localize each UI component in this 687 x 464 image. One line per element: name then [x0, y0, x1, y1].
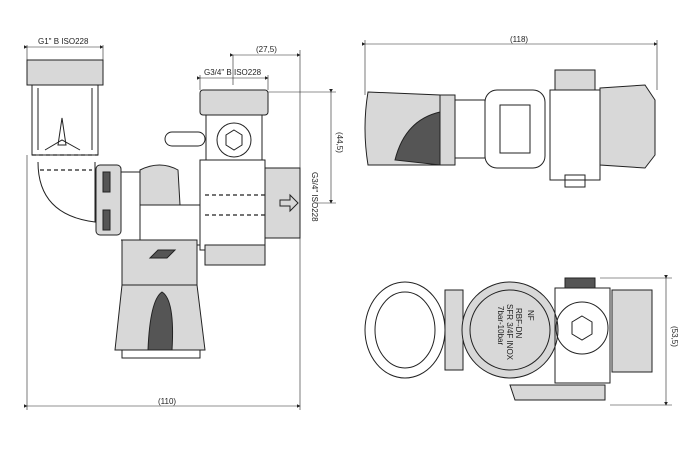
- dimension-width: (110): [24, 155, 301, 410]
- union-nut-side: [444, 289, 464, 371]
- inlet-filter-housing: [31, 84, 99, 156]
- union-nut-top: [439, 94, 456, 166]
- filter-cap: [461, 281, 559, 379]
- marking-logo: NF: [526, 310, 535, 321]
- union-nut: [95, 164, 122, 236]
- label-side-height: (53,5): [670, 326, 679, 347]
- inlet-nut: [26, 59, 104, 86]
- label-width: (110): [158, 397, 176, 406]
- bottom-plug: [204, 244, 266, 266]
- lower-housing: [121, 239, 198, 286]
- front-view: G1" B ISO228 (27,5): [24, 37, 344, 410]
- brand-logo: [148, 249, 177, 259]
- marking-line: 7bar-10bar: [496, 306, 505, 345]
- hex-socket-icon: [225, 129, 243, 151]
- marking-line: SFR 3/4F INOX: [505, 304, 514, 361]
- side-view: NF RBF-DN SFR 3/4F INOX 7bar-10bar (53,5…: [364, 275, 679, 406]
- body-top: [484, 89, 546, 169]
- dimension-top-width: (118): [362, 35, 658, 95]
- label-offset: (27,5): [256, 45, 277, 54]
- label-top-thread: G3/4" B ISO228: [204, 68, 262, 77]
- check-valve-cap: [139, 164, 181, 206]
- top-connection-top: [554, 69, 596, 91]
- label-side-thread: G3/4" ISO228: [310, 172, 319, 222]
- drain-plug-side: [555, 301, 609, 355]
- dimension-offset: (27,5): [230, 45, 301, 85]
- valve-handle: [164, 131, 206, 147]
- filter-fin: [57, 117, 67, 146]
- dimension-inlet-thread: G1" B ISO228: [24, 37, 104, 60]
- dimension-top-thread: G3/4" B ISO228: [197, 68, 269, 90]
- dimension-height: (44,5): [268, 89, 344, 204]
- body-section: [139, 204, 201, 246]
- product-marking: NF RBF-DN SFR 3/4F INOX 7bar-10bar: [496, 304, 535, 361]
- flow-arrow-icon: [279, 193, 299, 213]
- outlet-nut: [264, 167, 301, 239]
- top-view: (118): [362, 35, 658, 188]
- elbow-pipe: [37, 161, 96, 223]
- top-valve-body: [205, 114, 263, 161]
- top-thread-side: [564, 277, 596, 289]
- dimension-side-height: (53,5): [600, 275, 679, 406]
- top-connection-nut: [199, 89, 269, 116]
- main-body: [199, 159, 266, 251]
- filter-bowl-base: [121, 349, 201, 359]
- handle-ring: [364, 281, 446, 379]
- hex-socket-icon: [571, 315, 593, 341]
- outlet-nut-top: [599, 84, 656, 169]
- label-inlet-thread: G1" B ISO228: [38, 37, 89, 46]
- outlet-nut-side: [611, 289, 653, 373]
- marking-line: RBF-DN: [514, 308, 523, 338]
- drain-plug: [216, 122, 252, 158]
- label-top-width: (118): [510, 35, 528, 44]
- label-height: (44,5): [335, 132, 344, 153]
- valve-handle-side: [509, 384, 606, 401]
